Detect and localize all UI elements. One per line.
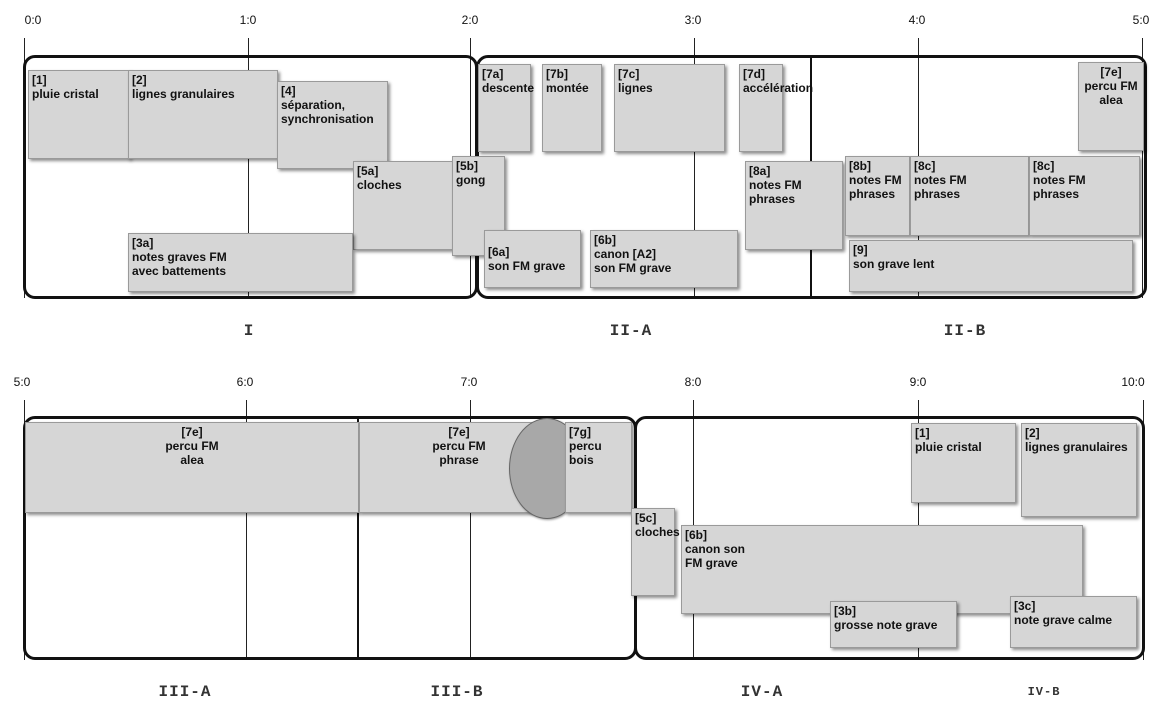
tick-label: 8:0 — [684, 375, 702, 389]
block-8c-notes-fm: [8c] notes FM phrases — [910, 156, 1029, 236]
block-7g-percu-bois: [7g] percu bois — [565, 422, 632, 513]
section-label-II-B: II-B — [943, 322, 987, 340]
tick-label: 1:0 — [239, 13, 257, 27]
block-2-lignes-granulaires: [2] lignes granulaires — [128, 70, 278, 159]
block-6a-son-fm-grave: [6a] son FM grave — [484, 230, 581, 288]
section-label-II-A: II-A — [609, 322, 653, 340]
tick-label: 2:0 — [461, 13, 479, 27]
time-gridline — [1142, 38, 1143, 298]
time-gridline — [694, 38, 695, 298]
tick-label: 7:0 — [460, 375, 478, 389]
block-9-son-grave-lent: [9] son grave lent — [849, 240, 1133, 292]
tick-label: 0:0 — [24, 13, 42, 27]
time-gridline — [246, 400, 247, 660]
block-2-lignes-granulaires: [2] lignes granulaires — [1021, 423, 1137, 517]
tick-label: 10:0 — [1121, 375, 1145, 389]
block-7e-percu-fm-alea: [7e] percu FM alea — [1078, 62, 1144, 151]
section-label-III-B: III-B — [430, 683, 484, 701]
block-7a-descente: [7a] descente — [478, 64, 534, 152]
block-1-pluie-cristal: [1] pluie cristal — [28, 70, 130, 159]
tick-label: 5:0 — [13, 375, 31, 389]
block-7c-lignes: [7c] lignes — [614, 64, 725, 152]
block-8c-notes-fm: [8c] notes FM phrases — [1029, 156, 1140, 236]
tick-label: 3:0 — [684, 13, 702, 27]
block-6b-canon: [6b] canon [A2] son FM grave — [590, 230, 738, 288]
block-3b-grosse-note-grave: [3b] grosse note grave — [830, 601, 957, 648]
block-3a-notes-graves: [3a] notes graves FM avec battements — [128, 233, 353, 292]
block-5a-cloches: [5a] cloches — [353, 161, 453, 250]
block-8a-notes-fm: [8a] notes FM phrases — [745, 161, 843, 250]
time-gridline — [470, 400, 471, 660]
section-label-I: I — [243, 322, 255, 340]
block-1-pluie-cristal: [1] pluie cristal — [911, 423, 1016, 503]
block-7b-montee: [7b] montée — [542, 64, 602, 152]
block-7d-acceleration: [7d] accélération — [739, 64, 813, 152]
section-label-III-A: III-A — [158, 683, 212, 701]
block-5c-cloches: [5c] cloches — [631, 508, 680, 596]
time-gridline — [248, 38, 249, 298]
tick-label: 5:0 — [1132, 13, 1150, 27]
block-4-separation: [4] séparation, synchronisation — [277, 81, 388, 169]
block-7e-percu-fm-alea: [7e] percu FM alea — [25, 422, 359, 513]
section-label-IV-A: IV-A — [740, 683, 784, 701]
tick-label: 6:0 — [236, 375, 254, 389]
tick-label: 9:0 — [909, 375, 927, 389]
tick-label: 4:0 — [908, 13, 926, 27]
block-8b-notes-fm: [8b] notes FM phrases — [845, 156, 910, 236]
section-divider — [357, 418, 359, 658]
section-label-IV-B: IV-B — [1027, 685, 1061, 699]
block-3c-note-grave-calme: [3c] note grave calme — [1010, 596, 1137, 648]
